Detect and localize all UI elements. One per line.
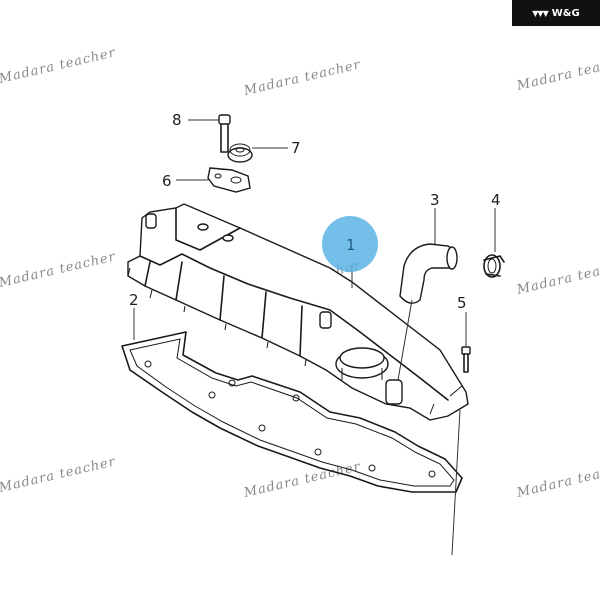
callout-4: 4: [491, 191, 501, 209]
gasket: [121, 331, 463, 493]
watermark-text: Madara teacher: [242, 57, 363, 99]
triple-chevron-logo-icon: ▼▼▼: [532, 8, 549, 18]
grommet: [227, 143, 253, 163]
hose-clamp: [483, 254, 505, 278]
callout-5: 5: [457, 294, 467, 312]
watermark-text: Madara teacher: [0, 249, 117, 291]
watermark-text: Madara teacher: [515, 52, 600, 94]
hose: [399, 243, 458, 304]
watermark-text: Madara teacher: [515, 459, 600, 501]
callout-1: 1: [346, 236, 356, 254]
bracket: [207, 167, 251, 193]
watermark-text: Madara teacher: [242, 459, 363, 501]
callout-8: 8: [172, 111, 182, 129]
valve-cover: [127, 203, 469, 421]
highlight-marker: [322, 216, 378, 272]
callout-2: 2: [129, 291, 139, 309]
watermark-text: Madara teacher: [0, 45, 117, 87]
brand-badge-label: W&G: [551, 7, 580, 19]
watermark-text: Madara teacher: [515, 256, 600, 298]
watermark-text: Madara teacher: [0, 454, 117, 496]
callout-3: 3: [430, 191, 440, 209]
bolt-short: [461, 346, 471, 373]
callout-6: 6: [162, 172, 172, 190]
callout-7: 7: [291, 139, 301, 157]
bolt-long: [218, 114, 231, 153]
brand-badge: ▼▼▼ W&G: [512, 0, 600, 26]
